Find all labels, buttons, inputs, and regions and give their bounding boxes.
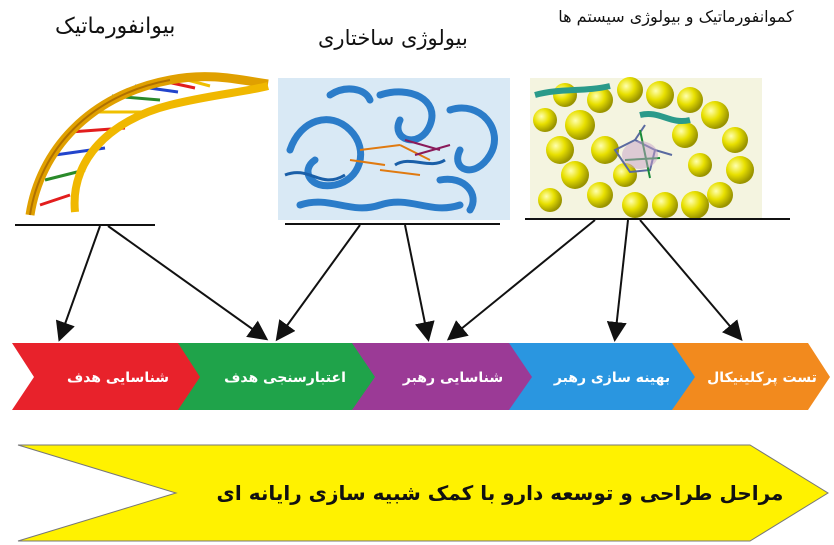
molecular-surface-image (530, 77, 762, 219)
arrow-bio-to-target-id (55, 225, 101, 342)
step-label-lead-identification: شناسایی رهبر (402, 370, 503, 386)
arrow-struct-to-target-validation (275, 224, 361, 342)
step-lead-optimization (509, 343, 703, 410)
summary-arrow-shape (17, 444, 829, 542)
arrow-chemo-to-lead-opt (606, 219, 629, 342)
step-label-lead-optimization: بهینه سازی رهبر (553, 370, 670, 386)
step-label-preclinical-test: تست پرکلینیکال (707, 370, 817, 386)
step-label-target-validation: اعتبارسنجی هدف (224, 370, 346, 386)
summary-arrow: مراحل طراحی و توسعه دارو با کمک شبیه ساز… (17, 444, 829, 542)
arrow-struct-to-lead-id (404, 224, 435, 342)
summary-label: مراحل طراحی و توسعه دارو با کمک شبیه ساز… (217, 481, 784, 505)
title-structural-biology: بیولوژی ساختاری (318, 26, 468, 50)
arrow-chemo-to-lead-id (446, 219, 596, 341)
connector-arrows (55, 219, 743, 342)
title-chemoinformatics: کموانفورماتیک و بیولوژی سیستم ها (558, 7, 794, 26)
dna-helix-image (25, 72, 270, 216)
step-target-validation (178, 343, 383, 410)
arrow-chemo-to-preclinical (639, 219, 743, 342)
step-lead-identification (352, 343, 540, 410)
title-bioinformatics: بیوانفورماتیک (55, 14, 176, 39)
step-preclinical-test (672, 343, 830, 410)
protein-structure-image (278, 78, 510, 220)
arrow-bio-to-target-validation (107, 225, 269, 341)
step-target-identification (12, 343, 208, 410)
step-label-target-identification: شناسایی هدف (67, 370, 169, 386)
process-steps: شناسایی هدف اعتبارسنجی هدف شناسایی رهبر … (12, 343, 830, 410)
